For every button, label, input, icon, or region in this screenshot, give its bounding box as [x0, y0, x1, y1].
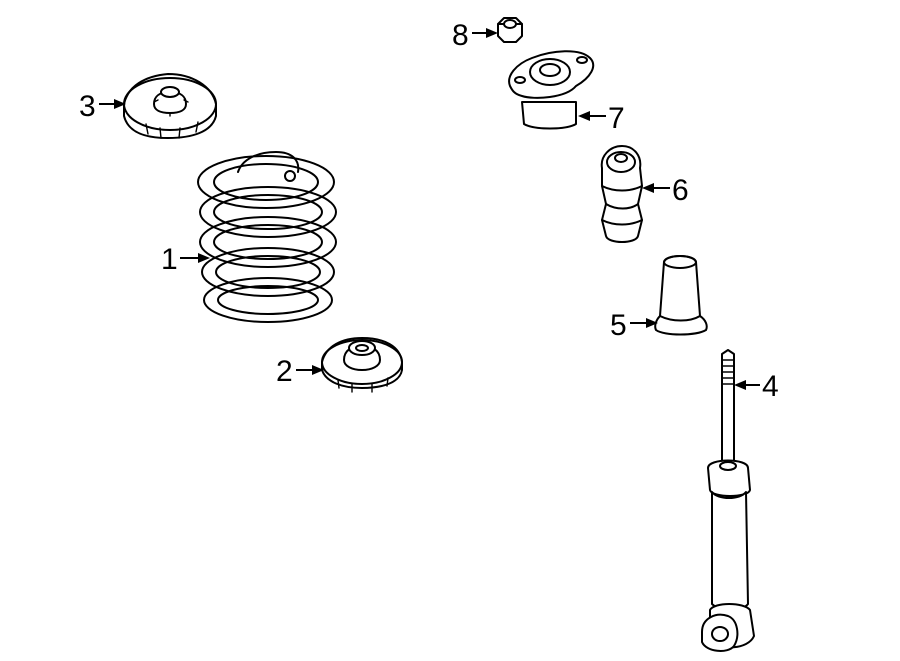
callout-1: 1: [161, 243, 210, 276]
callout-5: 5: [610, 309, 658, 342]
callout-4: 4: [734, 370, 779, 403]
callout-6: 6: [642, 174, 689, 207]
upper-spring-seat: [123, 73, 217, 139]
lower-spring-seat: [321, 337, 403, 393]
callout-1-number: 1: [161, 243, 178, 276]
callout-3: 3: [79, 90, 126, 123]
bump-stop: [600, 145, 643, 243]
coil-spring: [197, 151, 337, 323]
callout-2-number: 2: [276, 355, 293, 388]
nut: [497, 17, 523, 43]
callout-2: 2: [276, 355, 324, 388]
shock-absorber: [701, 349, 755, 652]
callout-7: 7: [578, 102, 625, 135]
callout-5-number: 5: [610, 309, 627, 342]
callout-8: 8: [452, 19, 498, 52]
upper-mount: [508, 50, 595, 130]
callout-4-number: 4: [762, 370, 779, 403]
callout-3-number: 3: [79, 90, 96, 123]
callout-7-number: 7: [608, 102, 625, 135]
dust-boot: [654, 255, 708, 336]
callout-8-number: 8: [452, 19, 469, 52]
callout-6-number: 6: [672, 174, 689, 207]
